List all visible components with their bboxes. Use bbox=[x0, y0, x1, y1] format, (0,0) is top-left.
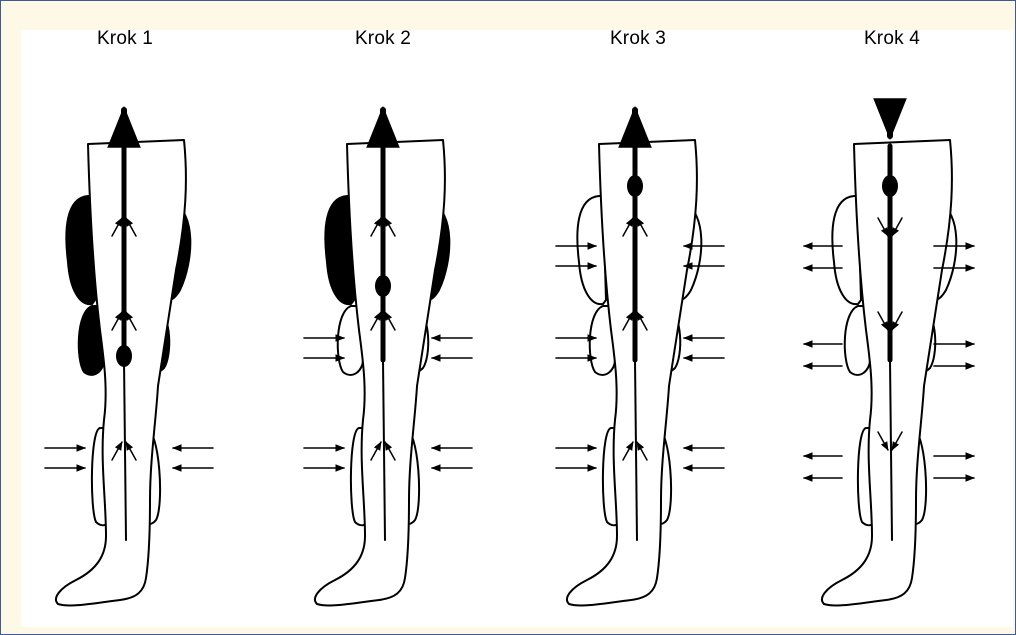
blood-bolus bbox=[628, 176, 642, 196]
leg-step-3 bbox=[556, 110, 724, 605]
leg-step-4 bbox=[804, 110, 974, 605]
blood-bolus bbox=[883, 176, 897, 196]
blood-bolus bbox=[117, 346, 131, 366]
leg-step-1 bbox=[45, 110, 213, 605]
blood-bolus bbox=[376, 276, 390, 296]
leg-step-2 bbox=[304, 110, 472, 605]
